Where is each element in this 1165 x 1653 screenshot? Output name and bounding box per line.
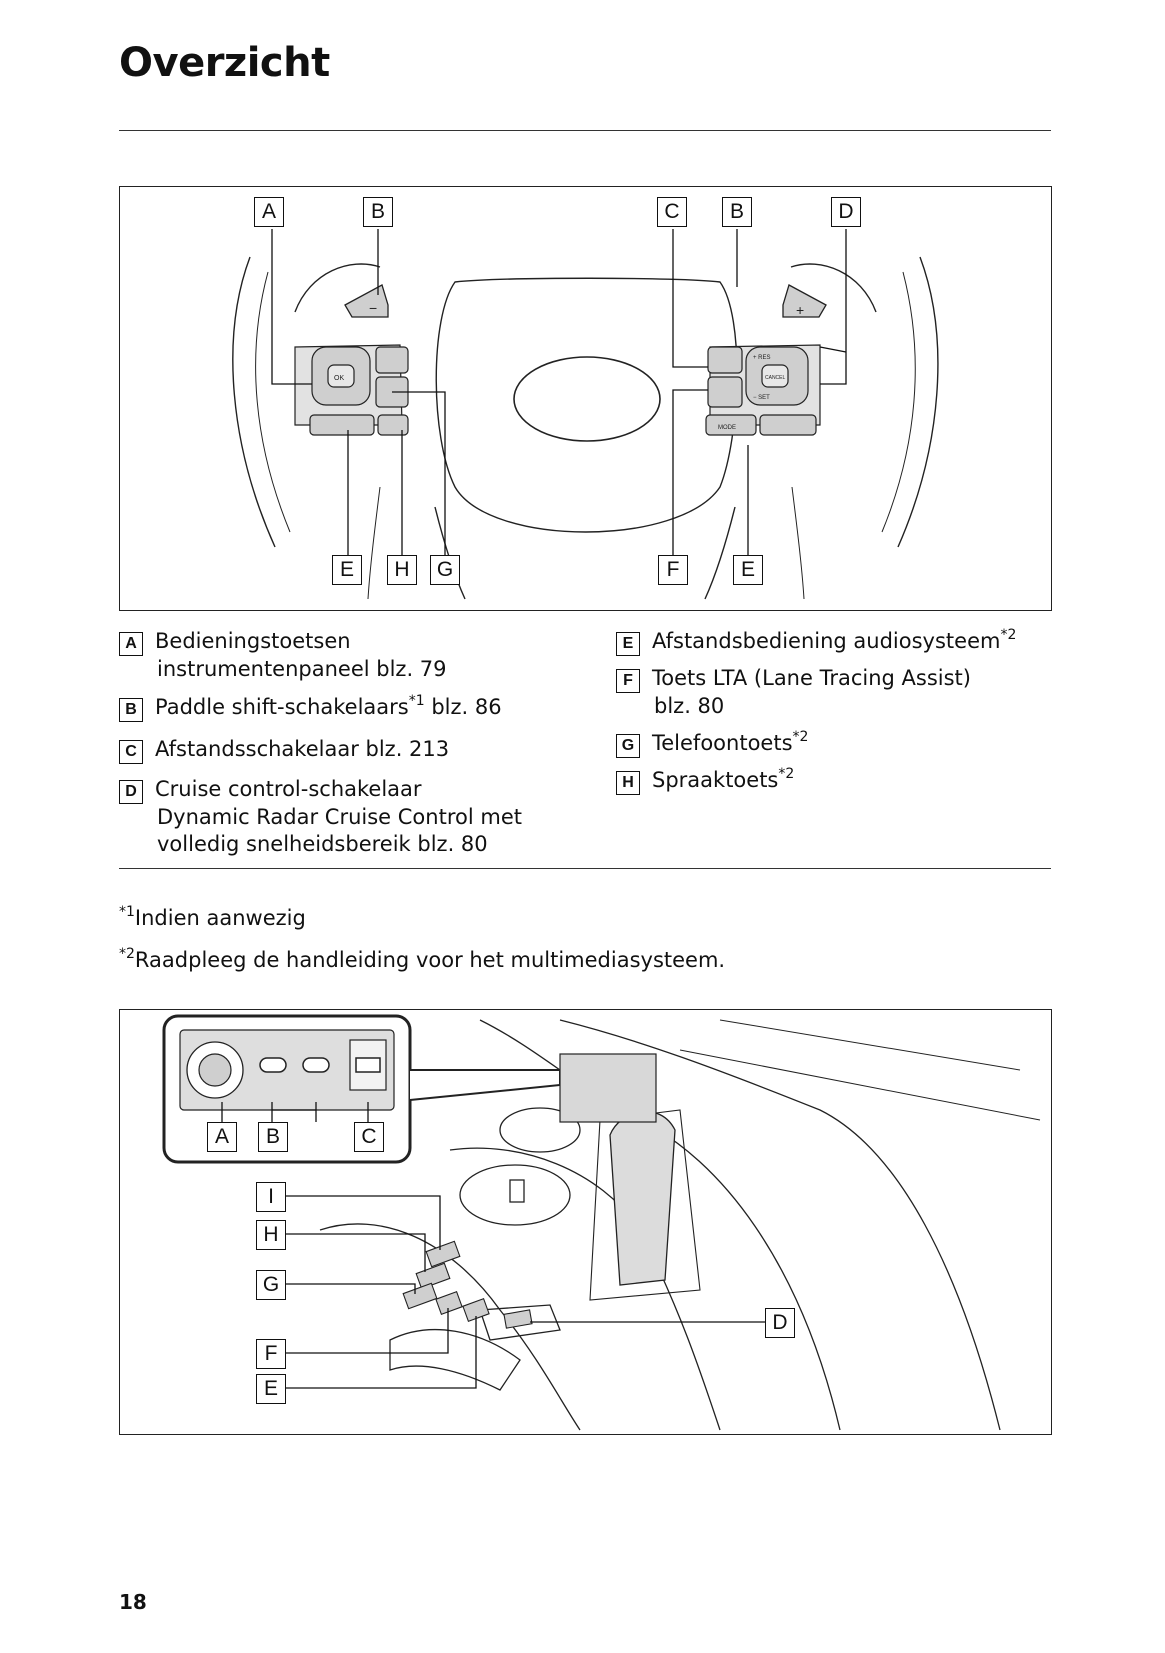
footnote-marker: *2 <box>778 766 795 782</box>
legend-text: Cruise control-schakelaar <box>155 777 422 801</box>
callout-h-bottom: H <box>387 555 417 585</box>
callout-e: E <box>256 1374 286 1404</box>
page-title: Overzicht <box>119 40 330 86</box>
footnote-text: Raadpleeg de handleiding voor het multim… <box>134 948 726 972</box>
footnote-1: *1Indien aanwezig <box>119 904 306 930</box>
callout-i: I <box>256 1182 286 1212</box>
title-divider <box>119 130 1051 131</box>
legend-item-f: F Toets LTA (Lane Tracing Assist) blz. 80 <box>616 665 971 720</box>
footnote-marker: *1 <box>408 693 425 709</box>
legend-item-e: E Afstandsbediening audiosysteem*2 <box>616 628 1016 656</box>
legend-text: Telefoontoets <box>652 731 793 755</box>
callout-a-ports: A <box>207 1122 237 1152</box>
legend-text-cont: instrumentenpaneel blz. 79 <box>157 657 447 681</box>
mode-label: MODE <box>718 425 736 431</box>
legend-text: Bedieningstoetsen <box>155 629 351 653</box>
legend-key: H <box>616 771 640 795</box>
callout-d: D <box>765 1308 795 1338</box>
paddle-minus-label: − <box>369 300 377 316</box>
legend-item-g: G Telefoontoets*2 <box>616 730 808 758</box>
callout-c-top: C <box>657 197 687 227</box>
callout-f: F <box>256 1339 286 1369</box>
legend-key: A <box>119 632 143 656</box>
legend-text-cont: volledig snelheidsbereik blz. 80 <box>157 832 488 856</box>
callout-e-right: E <box>733 555 763 585</box>
page-number: 18 <box>119 1590 147 1614</box>
callout-f-bottom: F <box>658 555 688 585</box>
footnote-2: *2Raadpleeg de handleiding voor het mult… <box>119 946 726 972</box>
ok-label: OK <box>334 375 344 382</box>
legend-text: Toets LTA (Lane Tracing Assist) <box>652 666 971 690</box>
callout-b-ports: B <box>258 1122 288 1152</box>
legend-item-b: B Paddle shift-schakelaars*1 blz. 86 <box>119 694 502 722</box>
callout-b-right: B <box>722 197 752 227</box>
footnote-marker: *1 <box>119 904 135 920</box>
steering-wheel-figure: − + OK + RES CANCEL − SET MODE <box>119 186 1052 611</box>
legend-item-h: H Spraaktoets*2 <box>616 767 794 795</box>
callout-g-bottom: G <box>430 555 460 585</box>
legend-key: G <box>616 734 640 758</box>
footnote-marker: *2 <box>792 729 809 745</box>
cancel-label: CANCEL <box>765 375 786 381</box>
paddle-plus-label: + <box>796 302 804 318</box>
legend-divider <box>119 868 1051 869</box>
legend-text-cont: Dynamic Radar Cruise Control met <box>157 805 522 829</box>
legend-key: B <box>119 698 143 722</box>
legend-text: Spraaktoets <box>652 768 779 792</box>
callout-g: G <box>256 1270 286 1300</box>
legend-item-c: C Afstandsschakelaar blz. 213 <box>119 736 449 764</box>
legend-text-cont: blz. 80 <box>654 694 725 718</box>
legend-text-page: blz. 86 <box>424 695 502 719</box>
center-console-figure: A B C I H G F E D <box>119 1009 1052 1435</box>
footnote-marker: *2 <box>1000 627 1017 643</box>
steering-wheel-illustration: − + OK + RES CANCEL − SET MODE <box>232 229 939 600</box>
footnote-text: Indien aanwezig <box>134 906 306 930</box>
legend-text: Afstandsschakelaar blz. 213 <box>155 737 450 761</box>
callout-c-ports: C <box>354 1122 384 1152</box>
legend-item-d: D Cruise control-schakelaar Dynamic Radar… <box>119 776 522 858</box>
callout-e-left: E <box>332 555 362 585</box>
legend-text: Afstandsbediening audiosysteem <box>652 629 1001 653</box>
set-label: − SET <box>753 395 770 401</box>
res-label: + RES <box>753 355 771 361</box>
legend-key: C <box>119 740 143 764</box>
legend-key: E <box>616 632 640 656</box>
legend-item-a: A Bedieningstoetsen instrumentenpaneel bl… <box>119 628 447 683</box>
legend-text: Paddle shift-schakelaars <box>155 695 409 719</box>
legend-key: D <box>119 780 143 804</box>
footnote-marker: *2 <box>119 946 135 962</box>
callout-b-left: B <box>363 197 393 227</box>
callout-a-top: A <box>254 197 284 227</box>
callout-h: H <box>256 1220 286 1250</box>
callout-d-top: D <box>831 197 861 227</box>
legend-key: F <box>616 669 640 693</box>
